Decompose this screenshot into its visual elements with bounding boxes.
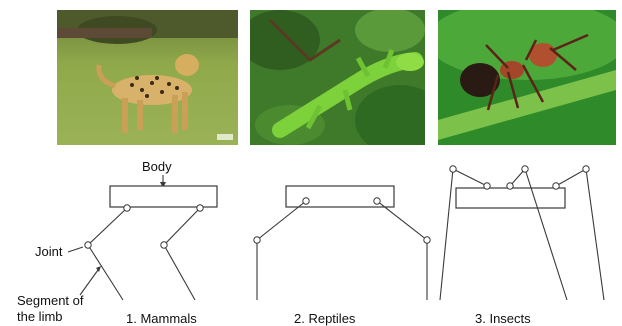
mammal-hind-limb (164, 208, 200, 300)
caption-insects: 3. Insects (475, 311, 531, 326)
reptile-hind-knee-joint (424, 237, 430, 243)
segment-pointer (80, 270, 98, 295)
body-label: Body (142, 159, 172, 174)
mammal-hind-knee-joint (161, 242, 167, 248)
mammal-body (110, 186, 217, 207)
mammal-hip-joint (197, 205, 203, 211)
caption-reptiles: 2. Reptiles (294, 311, 356, 326)
mammals-diagram (85, 186, 217, 300)
insect-joint-2 (507, 183, 513, 189)
segment-label-line2: the limb (17, 309, 63, 324)
reptile-front-limb (257, 201, 306, 300)
reptile-hind-limb (377, 201, 427, 300)
insects-diagram (440, 166, 604, 300)
segment-label-line1: Segment of (17, 293, 84, 308)
insect-joint-3 (553, 183, 559, 189)
reptile-shoulder-joint (303, 198, 309, 204)
caption-mammals: 1. Mammals (126, 311, 197, 326)
reptile-front-elbow-joint (254, 237, 260, 243)
joint-label: Joint (35, 244, 63, 259)
joint-pointer (68, 247, 83, 252)
insect-body (456, 188, 565, 208)
mammal-shoulder-joint (124, 205, 130, 211)
insect-knee-3 (583, 166, 589, 172)
reptiles-diagram (254, 186, 430, 300)
insect-knee-1 (450, 166, 456, 172)
insect-joint-1 (484, 183, 490, 189)
mammal-front-elbow-joint (85, 242, 91, 248)
reptile-hip-joint (374, 198, 380, 204)
insect-knee-2 (522, 166, 528, 172)
mammal-front-limb (88, 208, 127, 300)
